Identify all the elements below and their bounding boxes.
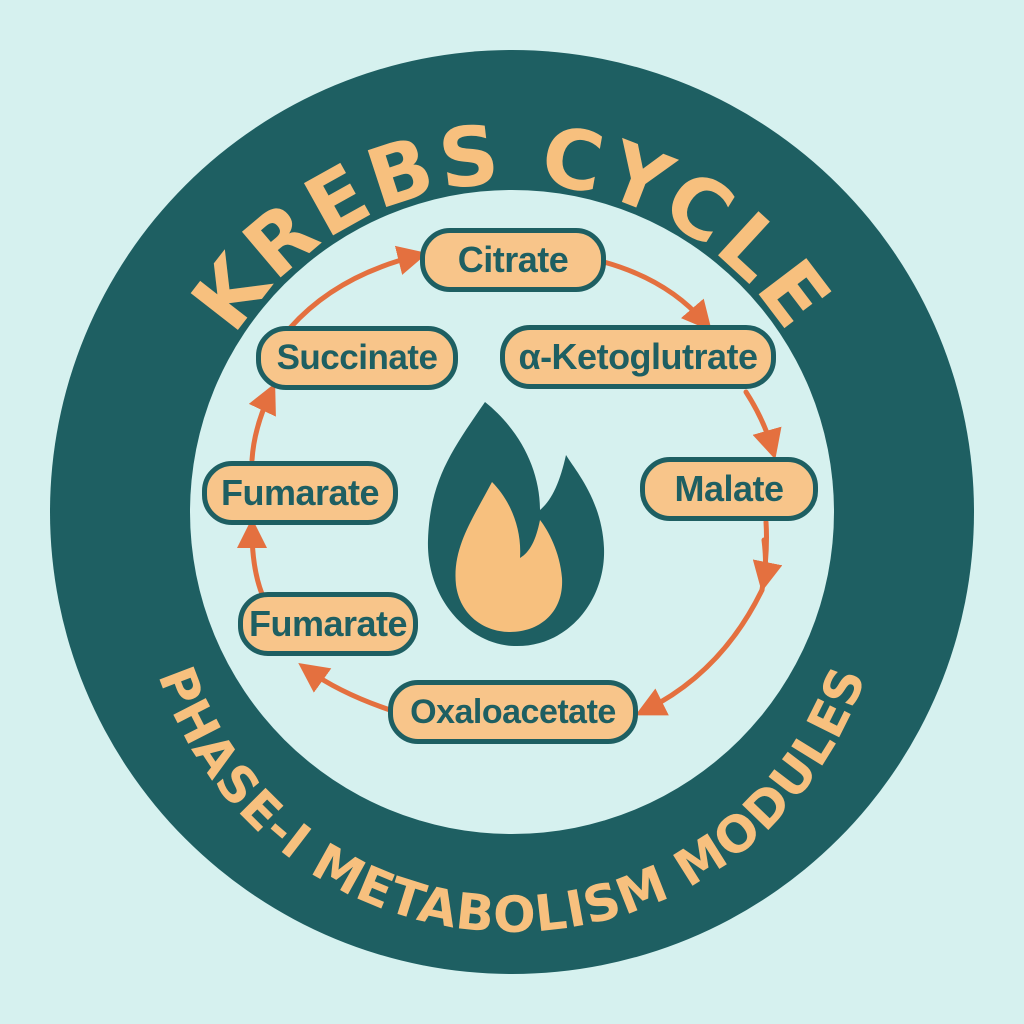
arrow-akg-to-malate (743, 389, 782, 460)
arrow-succinate-to-citrate (287, 245, 428, 331)
arrow-malate-to-oxalo-head (752, 537, 783, 592)
flame-icon (427, 402, 605, 647)
arrow-fumarate-lower-to-upper (237, 518, 268, 597)
node-malate: Malate (640, 457, 818, 521)
node-succinate: Succinate (256, 326, 458, 390)
node-fumarate-lower: Fumarate (238, 592, 418, 656)
cycle-arrows (237, 245, 783, 716)
node-fumarate-upper: Fumarate (202, 461, 398, 525)
arrow-malate-to-oxalo-b (635, 587, 765, 716)
arrow-fumarate-upper-to-succinate (248, 383, 276, 463)
flame-inner (455, 482, 563, 632)
arrow-oxalo-to-fumarate-lower (298, 662, 393, 713)
node-alpha-ketoglutarate: α-Ketoglutrate (500, 325, 776, 389)
arrow-citrate-to-akg (601, 259, 712, 332)
node-oxaloacetate: Oxaloacetate (388, 680, 638, 744)
node-citrate: Citrate (420, 228, 606, 292)
